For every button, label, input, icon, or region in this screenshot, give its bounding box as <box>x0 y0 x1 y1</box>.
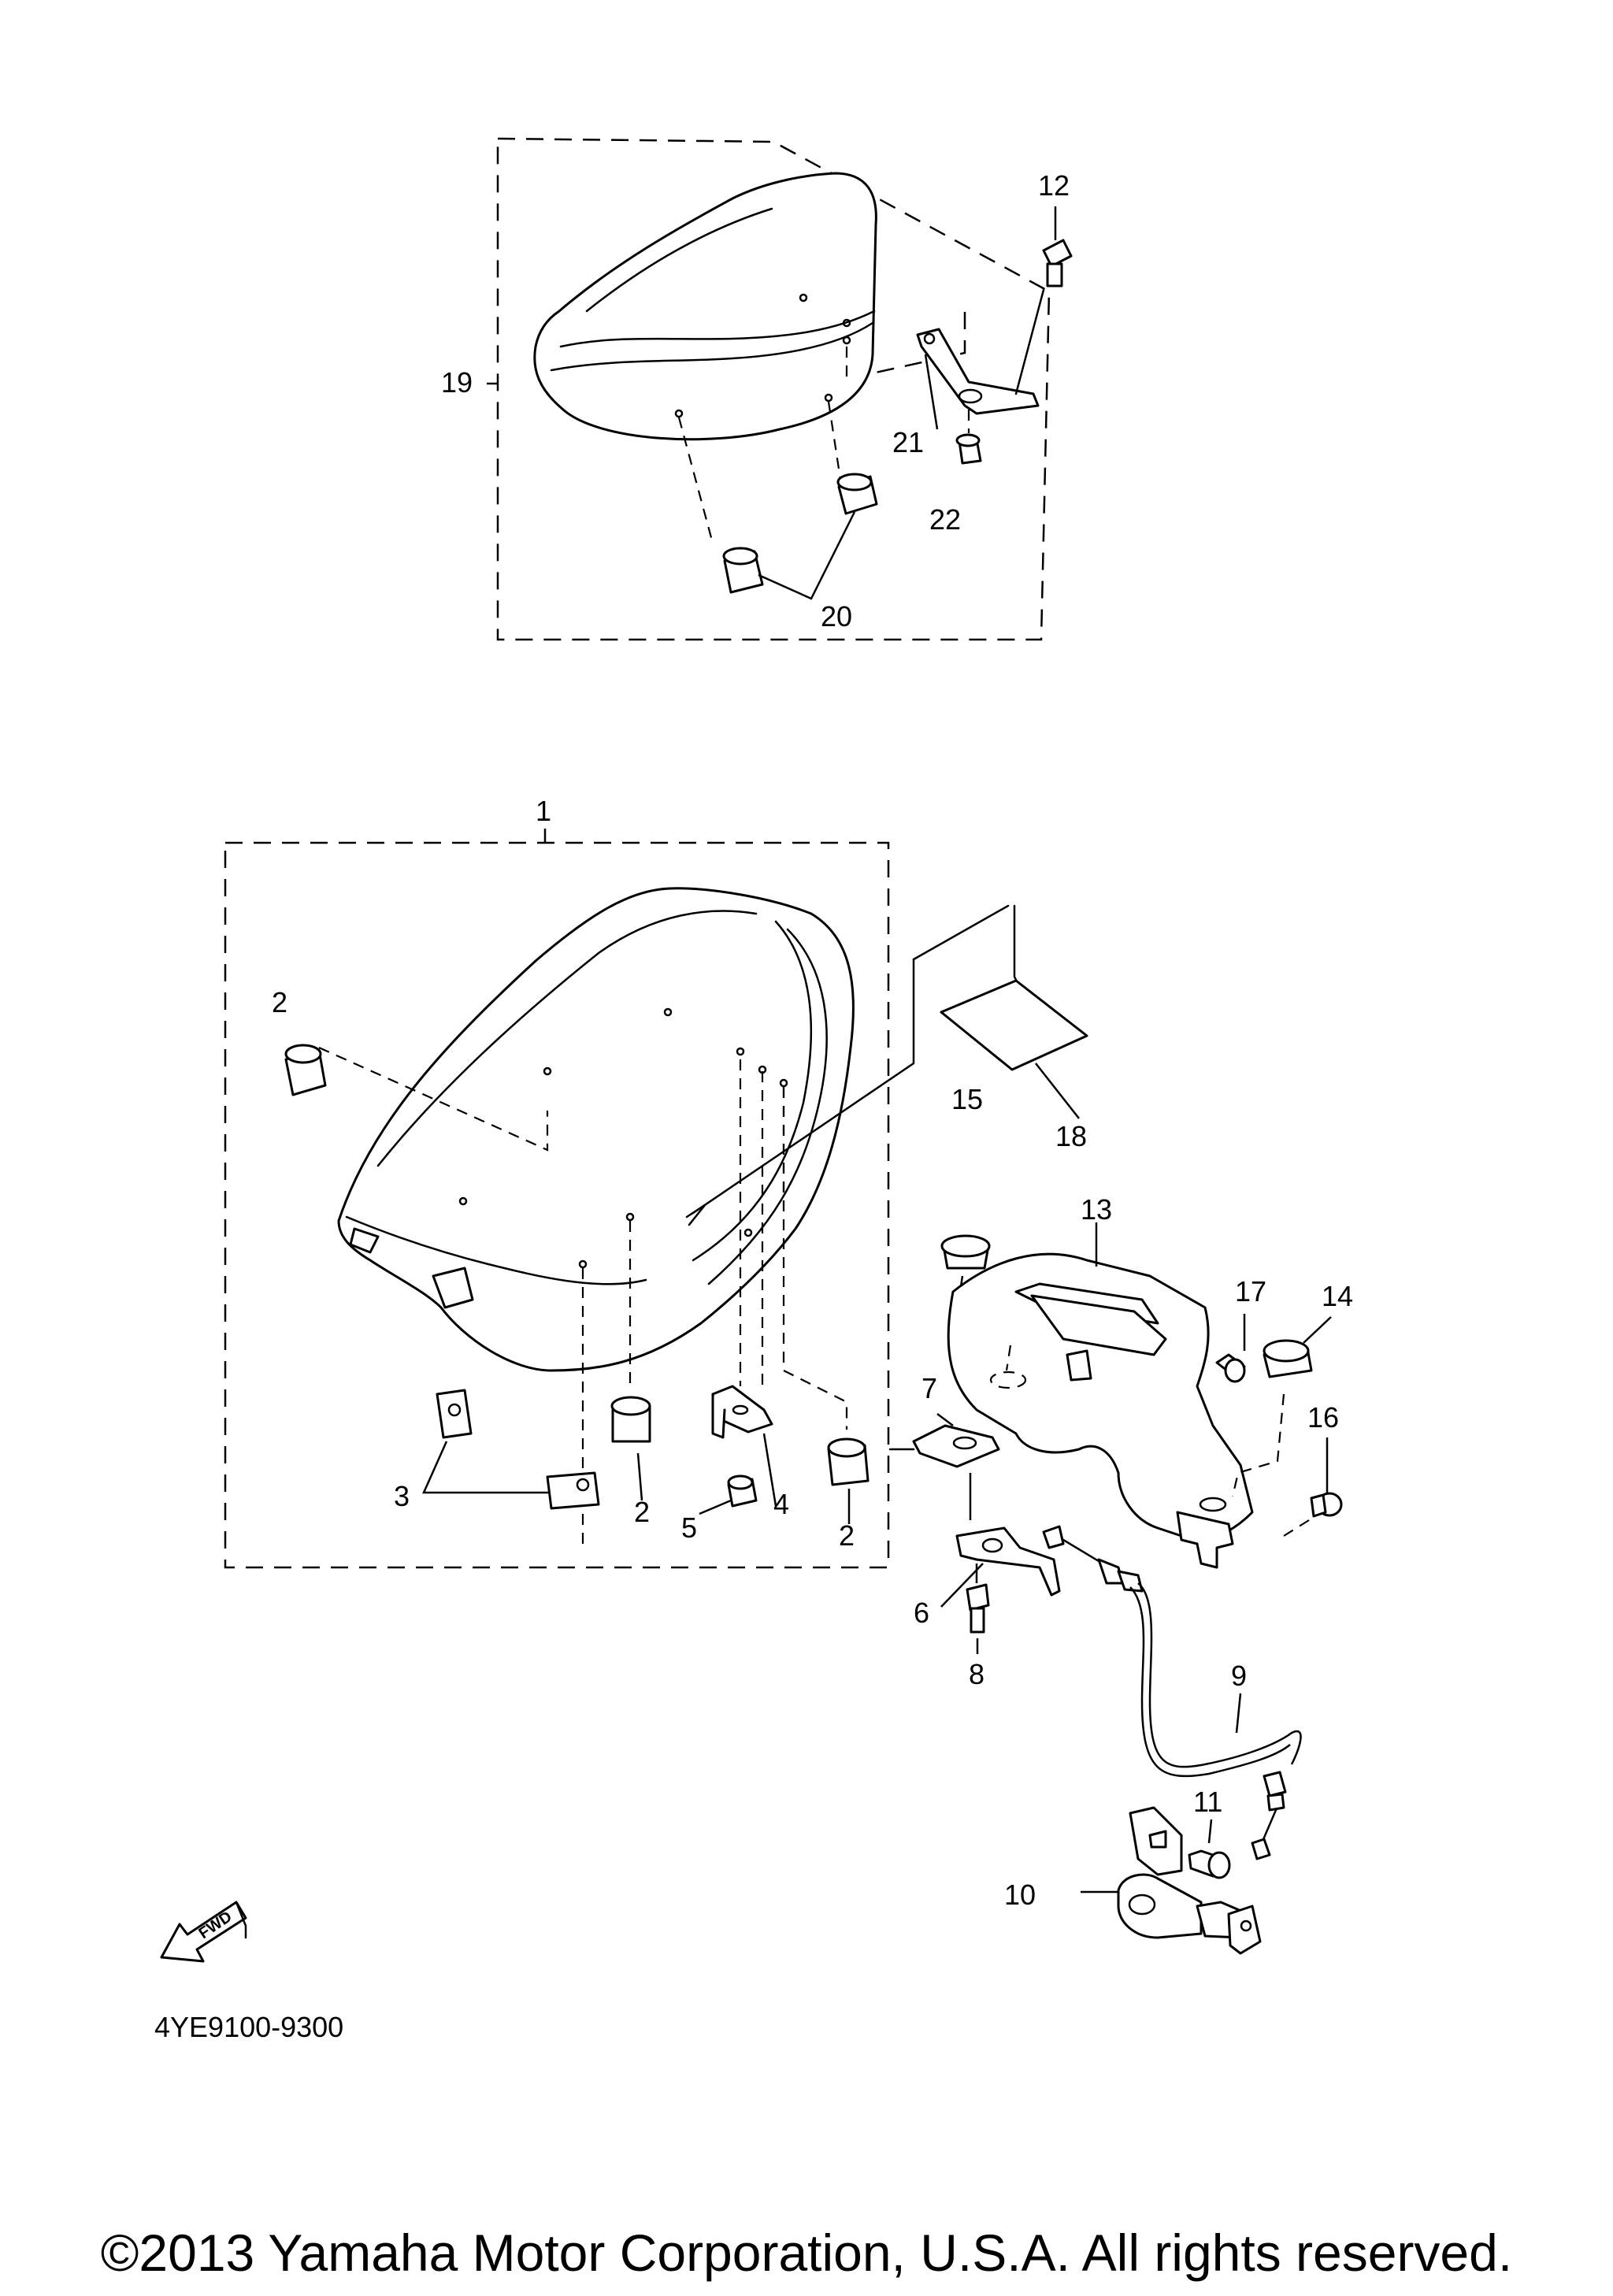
callout-18: 18 <box>1055 1120 1087 1152</box>
seat-bracket-4 <box>711 1385 777 1507</box>
callout-9: 9 <box>1231 1660 1247 1692</box>
damper-20 <box>722 473 878 600</box>
sheet-18 <box>940 979 1088 1071</box>
clip-3 <box>422 1389 600 1510</box>
bolt-17 <box>1215 1314 1246 1383</box>
rider-seat <box>337 887 855 1372</box>
callout-16: 16 <box>1307 1401 1339 1434</box>
callout-20: 20 <box>821 600 852 632</box>
rider-seat-group <box>224 829 890 1569</box>
bolt-16 <box>1283 1437 1343 1537</box>
lock-bracket-6 <box>940 1526 1061 1608</box>
callout-19: 19 <box>441 366 473 399</box>
bolt-8 <box>966 1563 990 1654</box>
seat-lock-group <box>692 904 1343 1955</box>
nut-22 <box>955 410 982 465</box>
callout-15: 15 <box>951 1083 983 1115</box>
grommet-14 <box>1231 1316 1332 1497</box>
lock-cable-9 <box>1042 1525 1302 1860</box>
diagram-code: 4YE9100-9300 <box>154 2011 344 2043</box>
passenger-seat <box>533 172 877 441</box>
callout-6: 6 <box>914 1597 929 1629</box>
callout-11: 11 <box>1193 1786 1222 1818</box>
nut-5 <box>699 1474 758 1515</box>
callout-3: 3 <box>394 1480 410 1512</box>
fwd-arrow-icon: FWD <box>160 1901 247 1963</box>
lock-catch-7 <box>888 1413 1000 1520</box>
callout-10: 10 <box>1004 1879 1036 1911</box>
callout-2: 2 <box>272 986 287 1018</box>
callout-12: 12 <box>1038 169 1070 202</box>
callout-2: 2 <box>839 1519 855 1552</box>
grommet-15 <box>940 1234 997 1355</box>
callout-14: 14 <box>1322 1280 1353 1312</box>
callout-17: 17 <box>1235 1275 1266 1307</box>
callout-13: 13 <box>1081 1193 1112 1226</box>
callout-22: 22 <box>929 503 961 536</box>
damper-2 <box>284 1044 870 1486</box>
callouts: 1 2 2 2 3 4 5 6 7 8 9 10 11 12 13 14 15 … <box>272 169 1353 1911</box>
bolt-12 <box>1014 206 1073 395</box>
callout-4: 4 <box>773 1488 789 1520</box>
callout-7: 7 <box>921 1372 937 1404</box>
lock-assy-10 <box>1081 1806 1262 1955</box>
copyright-notice: ©2013 Yamaha Motor Corporation, U.S.A. A… <box>100 2224 1513 2282</box>
callout-8: 8 <box>969 1658 984 1690</box>
cover-13 <box>947 1252 1254 1541</box>
seat-bracket-21 <box>916 328 1040 430</box>
passenger-seat-group <box>487 137 1073 641</box>
callout-5: 5 <box>681 1512 697 1544</box>
bolt-11 <box>1188 1819 1231 1879</box>
callout-2: 2 <box>634 1496 650 1528</box>
callout-1: 1 <box>536 795 551 827</box>
callout-21: 21 <box>892 426 924 458</box>
